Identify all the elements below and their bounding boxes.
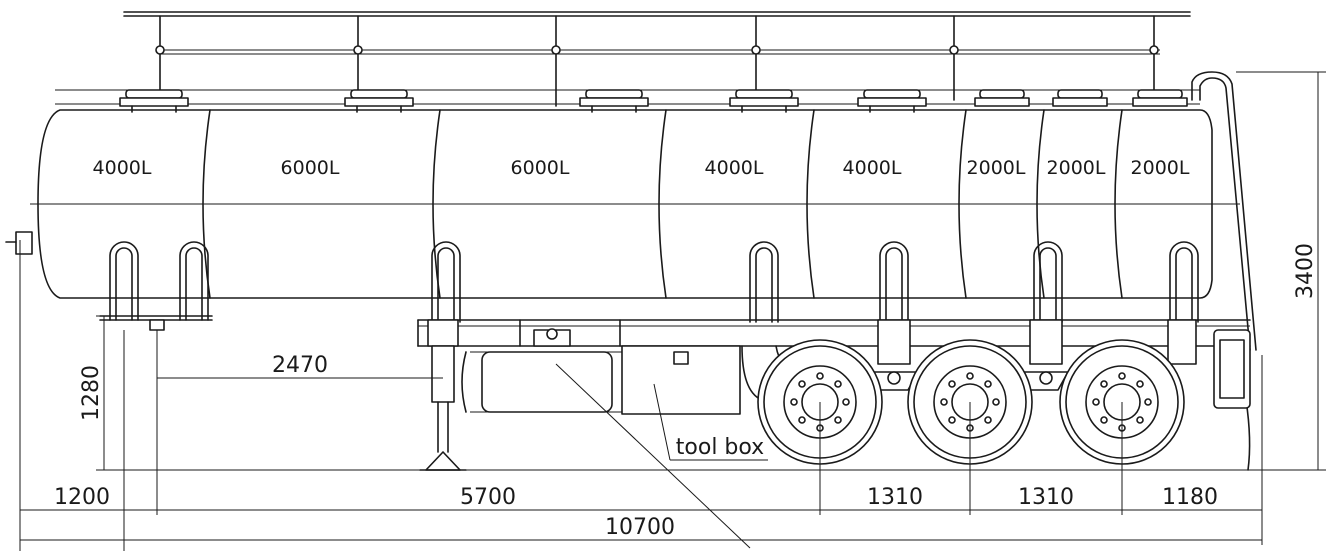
- tank-body: [5, 89, 1240, 299]
- dimensions: 1200 5700 1310 1310 1180 10700 2470 1280…: [19, 71, 1326, 551]
- compartment-label-8: 2000L: [1131, 157, 1190, 179]
- dim-axle-spacing-1: 1310: [867, 485, 923, 510]
- dim-rear-overhang: 1180: [1162, 485, 1218, 510]
- rear-light: [1213, 329, 1251, 409]
- compartment-label-7: 2000L: [1047, 157, 1106, 179]
- dim-overall-length: 10700: [605, 515, 675, 540]
- compartment-label-4: 4000L: [705, 157, 764, 179]
- dim-axle-spacing-2: 1310: [1018, 485, 1074, 510]
- manhole-lid: [729, 89, 799, 113]
- discharge-pipes: [109, 241, 1199, 323]
- compartment-label-1: 4000L: [93, 157, 152, 179]
- spare-leader: [555, 363, 751, 549]
- compartment-labels: 4000L 6000L 6000L 4000L 4000L 2000L 2000…: [93, 157, 1190, 179]
- dim-overall-height: 3400: [1293, 243, 1318, 299]
- top-handrail: [123, 11, 1191, 107]
- manhole-lid: [579, 89, 649, 113]
- manhole-lid: [344, 89, 414, 113]
- manhole-lid: [1052, 89, 1108, 107]
- dim-coupling-height: 1280: [79, 365, 104, 421]
- compartment-label-2: 6000L: [281, 157, 340, 179]
- landing-gear: [419, 319, 467, 471]
- dim-kingpin-to-leg: 2470: [272, 353, 328, 378]
- dim-front-overhang: 1200: [54, 485, 110, 510]
- dim-kingpin-to-axle: 5700: [460, 485, 516, 510]
- manhole-lid: [119, 89, 189, 113]
- manhole-lid: [1132, 89, 1188, 107]
- wheels: [757, 339, 1185, 465]
- tool-box-label: tool box: [676, 435, 764, 460]
- compartment-label-3: 6000L: [511, 157, 570, 179]
- manhole-lid: [974, 89, 1030, 107]
- tool-box-callout: tool box: [653, 383, 768, 461]
- compartment-label-5: 4000L: [843, 157, 902, 179]
- spare-tyre-carrier: [461, 328, 622, 413]
- manhole-lids: [119, 89, 1188, 113]
- rear-ladder: [1191, 71, 1257, 471]
- manhole-lid: [857, 89, 927, 113]
- tool-box: [621, 345, 741, 415]
- kingpin-plate: [99, 315, 213, 340]
- compartment-label-6: 2000L: [967, 157, 1026, 179]
